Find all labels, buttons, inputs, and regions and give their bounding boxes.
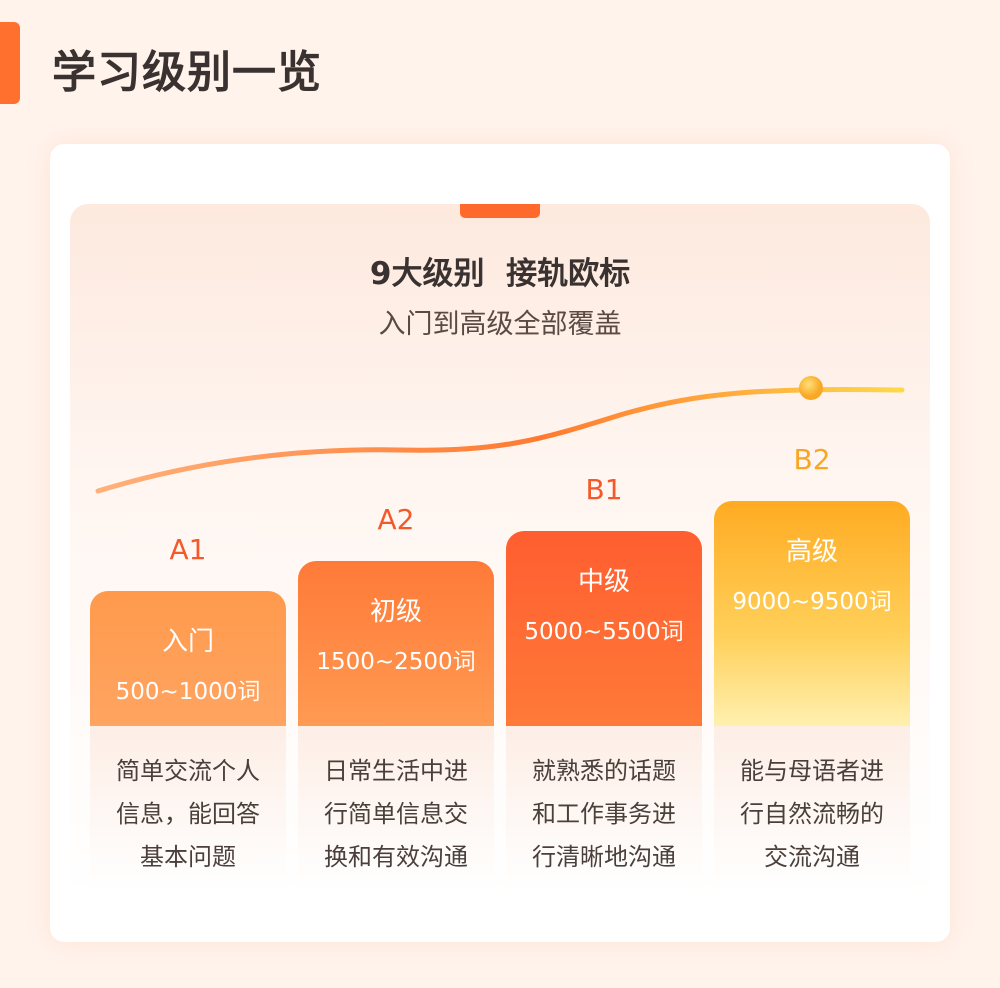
level-name: 初级 — [369, 597, 422, 627]
description-line: 信息，能回答 — [116, 800, 260, 828]
level-column: 中级 5000~5500词 — [506, 531, 702, 726]
level-column: 高级 9000~9500词 — [714, 501, 910, 726]
headline: 9大级别 接轨欧标 — [369, 256, 631, 292]
level-code: A2 — [377, 503, 415, 536]
description-line: 行简单信息交 — [324, 800, 468, 828]
description-line: 简单交流个人 — [116, 757, 260, 785]
level-description: 简单交流个人信息，能回答基本问题 — [90, 726, 286, 891]
level-words: 500~1000词 — [115, 679, 261, 705]
description-line: 日常生活中进 — [324, 757, 468, 785]
level-words: 5000~5500词 — [524, 619, 684, 645]
level-code: B2 — [793, 443, 831, 476]
description-line: 换和有效沟通 — [324, 843, 468, 871]
description-line: 基本问题 — [140, 843, 236, 871]
level-description: 就熟悉的话题和工作事务进行清晰地沟通 — [506, 726, 702, 891]
subtitle: 入门到高级全部覆盖 — [378, 309, 622, 340]
progress-dot — [799, 376, 823, 400]
description-line: 和工作事务进 — [532, 800, 676, 828]
level-words: 9000~9500词 — [732, 589, 892, 615]
page-title: 学习级别一览 — [52, 47, 322, 98]
level-name: 高级 — [785, 537, 838, 567]
level-column: 入门 500~1000词 — [90, 591, 286, 726]
level-column: 初级 1500~2500词 — [298, 561, 494, 726]
description-line: 行自然流畅的 — [740, 800, 884, 828]
title-accent-bar — [0, 22, 20, 104]
description-line: 就熟悉的话题 — [532, 757, 676, 785]
panel-tab-decoration — [460, 204, 540, 218]
level-name: 中级 — [577, 567, 630, 597]
level-description: 能与母语者进行自然流畅的交流沟通 — [714, 726, 910, 891]
level-name: 入门 — [161, 627, 214, 657]
level-code: B1 — [585, 473, 623, 506]
description-line: 能与母语者进 — [740, 757, 884, 785]
level-description: 日常生活中进行简单信息交换和有效沟通 — [298, 726, 494, 891]
level-code: A1 — [169, 533, 207, 566]
level-words: 1500~2500词 — [316, 649, 476, 675]
description-line: 交流沟通 — [764, 843, 860, 871]
description-line: 行清晰地沟通 — [532, 843, 676, 871]
